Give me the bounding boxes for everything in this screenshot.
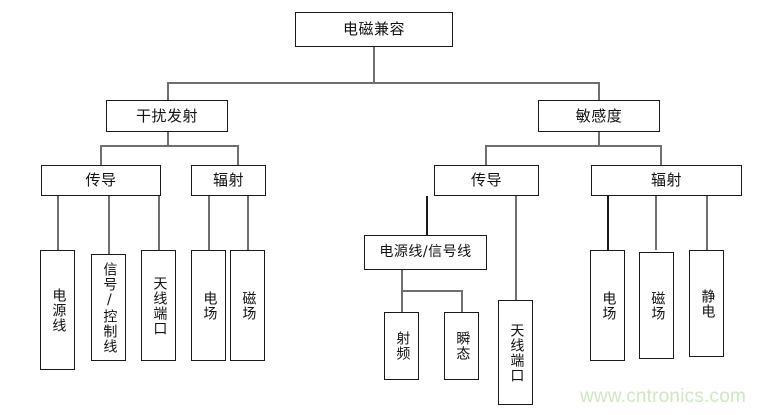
edge-root-down <box>373 46 375 82</box>
watermark: www.cntronics.com <box>580 386 746 407</box>
node-electrostatic[interactable]: 静电 <box>689 250 724 357</box>
edge-power-signal-bus <box>401 290 462 292</box>
edge-to-magnetic-field-emission <box>247 196 249 250</box>
node-electric-field-emission[interactable]: 电场 <box>191 250 226 361</box>
edge-bus-to-emission <box>167 82 169 100</box>
node-power-signal-line[interactable]: 电源线/信号线 <box>364 235 487 270</box>
edge-to-rf <box>401 290 403 312</box>
node-susceptibility-radiated[interactable]: 辐射 <box>591 165 742 196</box>
edge-emission-down <box>167 131 169 145</box>
node-rf[interactable]: 射频 <box>384 312 419 380</box>
node-signal-control-line[interactable]: 信号/控制线 <box>91 254 126 361</box>
edge-to-electric-field-susceptibility <box>607 196 609 250</box>
edge-to-magnetic-field-susceptibility <box>655 196 657 250</box>
edge-level2-bus <box>167 82 599 84</box>
edge-susceptibility-to-radiated <box>660 145 662 165</box>
edge-to-signal-control-line <box>108 196 110 254</box>
edge-to-electrostatic <box>706 196 708 250</box>
edge-emission-to-conducted <box>100 145 102 165</box>
node-susceptibility-conducted[interactable]: 传导 <box>434 165 539 196</box>
edge-power-signal-down <box>401 270 403 290</box>
node-magnetic-field-emission[interactable]: 磁场 <box>230 250 265 361</box>
node-root[interactable]: 电磁兼容 <box>295 12 453 47</box>
edge-to-antenna-port-susceptibility <box>515 196 517 300</box>
node-emission-conducted[interactable]: 传导 <box>41 165 161 196</box>
node-magnetic-field-susceptibility[interactable]: 磁场 <box>639 252 674 359</box>
node-emission-radiated[interactable]: 辐射 <box>191 165 266 196</box>
edge-to-transient <box>461 290 463 312</box>
edge-to-power-line <box>57 196 59 250</box>
edge-susceptibility-to-conducted <box>485 145 487 165</box>
node-electric-field-susceptibility[interactable]: 电场 <box>590 250 625 361</box>
node-emission[interactable]: 干扰发射 <box>106 100 228 132</box>
node-antenna-port-emission[interactable]: 天线端口 <box>141 250 176 361</box>
edge-susceptibility-bus <box>485 145 660 147</box>
node-power-line[interactable]: 电源线 <box>40 250 75 370</box>
edge-bus-to-susceptibility <box>598 82 600 100</box>
node-susceptibility[interactable]: 敏感度 <box>538 100 660 132</box>
edge-emission-bus <box>100 145 238 147</box>
node-transient[interactable]: 瞬态 <box>444 312 479 380</box>
edge-susceptibility-down <box>598 131 600 145</box>
edge-to-antenna-port-emission <box>158 196 160 250</box>
node-antenna-port-susceptibility[interactable]: 天线端口 <box>498 300 533 405</box>
edge-emission-to-radiated <box>237 145 239 165</box>
edge-to-power-signal-line <box>426 196 428 235</box>
edge-to-electric-field-emission <box>208 196 210 250</box>
